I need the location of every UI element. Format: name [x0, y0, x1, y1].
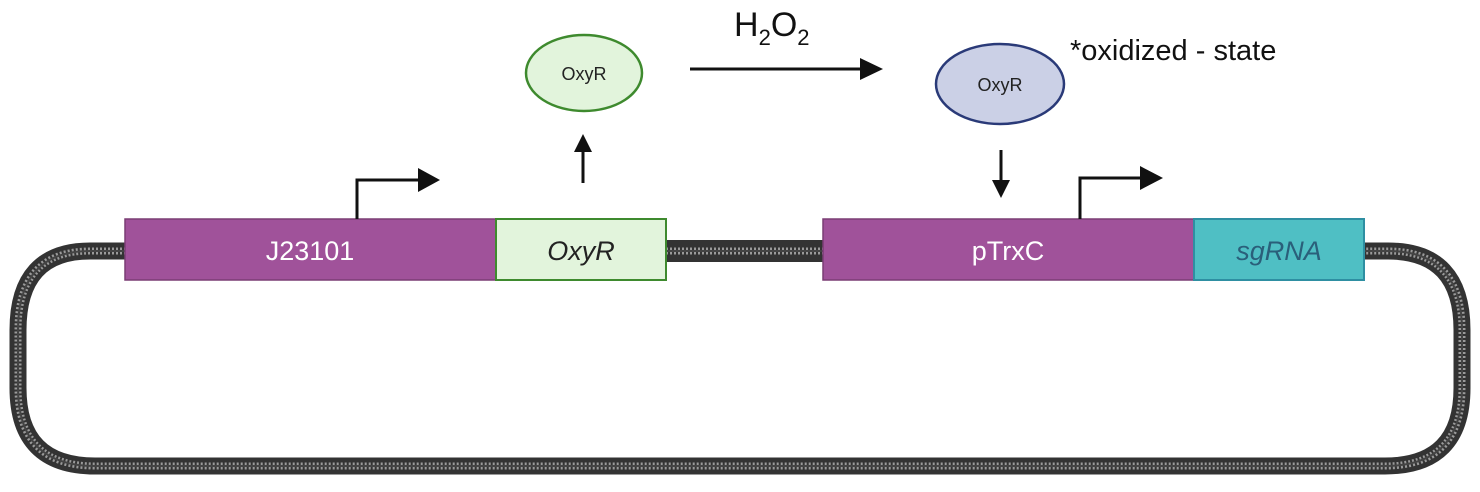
oxidation-arrow: [690, 58, 883, 80]
plasmid-backbone: [9, 240, 1471, 475]
promoter-ptrxc-label: pTrxC: [972, 236, 1045, 266]
oxyr-oxidized-protein: OxyR: [934, 42, 1066, 126]
gene-sgrna-label: sgRNA: [1236, 236, 1322, 266]
gene-oxyr: OxyR: [495, 218, 667, 281]
oxyr-reduced-protein: OxyR: [524, 33, 644, 113]
oxyr-reduced-label: OxyR: [562, 64, 607, 84]
promoter-ptrxc: pTrxC: [822, 218, 1195, 281]
tss-arrow-ptrxc: [1078, 166, 1163, 219]
oxidized-state-annotation: *oxidized - state: [1070, 35, 1276, 67]
expression-arrow: [574, 134, 592, 183]
gene-sgrna: sgRNA: [1193, 218, 1365, 281]
promoter-j23101: J23101: [124, 218, 497, 281]
gene-oxyr-label: OxyR: [547, 236, 615, 266]
oxyr-oxidized-label: OxyR: [978, 75, 1023, 95]
promoter-j23101-label: J23101: [266, 236, 355, 266]
tss-arrow-j23101: [355, 168, 440, 219]
h2o2-label: H2O2: [734, 6, 810, 50]
activation-arrow: [992, 150, 1010, 198]
